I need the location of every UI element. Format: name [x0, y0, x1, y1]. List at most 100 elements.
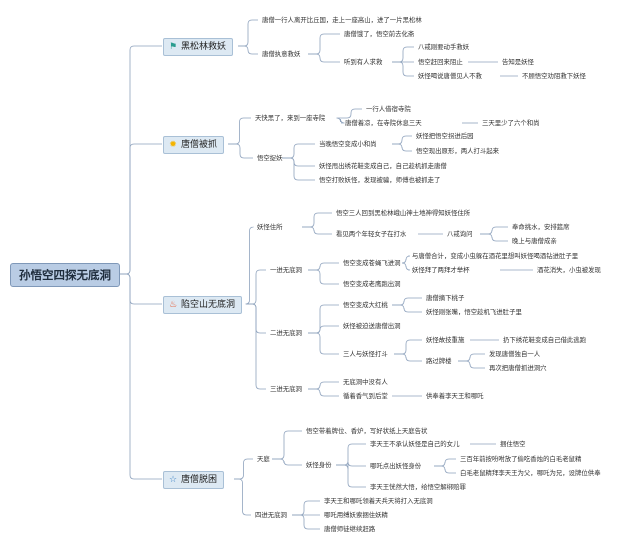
node-b2-a2a[interactable]: 三天里少了六个和尚	[482, 119, 540, 127]
node-b4-b1[interactable]: 李天王和哪吒领着天兵天将打入无底洞	[324, 497, 433, 505]
node-b2-b1[interactable]: 当晚悟空变成小和尚	[319, 140, 377, 148]
node-b3-c2[interactable]: 妖怪被迫送唐僧出洞	[343, 322, 401, 330]
branch-label: 黑松林救妖	[181, 42, 227, 52]
connector-line	[292, 514, 320, 530]
connector-line	[308, 269, 339, 285]
connector-line	[434, 465, 456, 474]
node-b1-b2b1[interactable]: 告知是妖怪	[502, 58, 534, 66]
connector-line	[394, 339, 422, 355]
connector-line	[458, 353, 485, 362]
node-b3-b1b[interactable]: 妖怪拜了两拜才举杯	[412, 266, 470, 274]
node-b3-b1a[interactable]: 与唐僧合计，变成小虫躲在酒花里想叫妖怪喝酒钻进肚子里	[412, 252, 579, 260]
connector-line	[228, 117, 251, 145]
connector-line	[228, 143, 253, 159]
branch-tangseng-escape[interactable]: ☆ 唐僧脱困	[163, 471, 225, 489]
node-b1-b2c[interactable]: 妖怪喝说唐僧见人不救	[418, 72, 482, 80]
connector-line	[480, 226, 508, 235]
node-b4-a2b[interactable]: 哪吒点出妖怪身份	[370, 462, 422, 470]
node-b4-a1[interactable]: 悟空带着牌位、香炉，写好状纸上天庭告状	[306, 427, 428, 435]
branch-label: 唐僧被抓	[181, 140, 218, 150]
connector-line	[308, 53, 340, 63]
branch-xiankongshan[interactable]: ♨ 陷空山无底洞	[163, 296, 243, 314]
node-b3-c[interactable]: 二进无底洞	[270, 329, 302, 337]
node-b2-b[interactable]: 悟空捉妖	[257, 154, 283, 162]
node-b2-b2[interactable]: 妖怪甩出绣花鞋变成自己，自己趁机抓走唐僧	[319, 162, 447, 170]
node-b3-b1b1[interactable]: 酒花消失，小虫被发现	[537, 266, 601, 274]
node-b4-a2b2[interactable]: 白毛老鼠精拜李天王为父，哪吒为兄，设牌位供奉	[460, 469, 601, 477]
node-b3-a[interactable]: 妖怪住所	[257, 223, 283, 231]
node-b3-c3[interactable]: 三人与妖怪打斗	[343, 350, 388, 358]
node-b3-c1a[interactable]: 唐僧摘下桃子	[426, 294, 465, 302]
node-b3-b[interactable]: 一进无底洞	[270, 266, 302, 274]
node-b3-c1b[interactable]: 妖怪刚张嘴，悟空趁机飞进肚子里	[426, 308, 522, 316]
branch-label: 唐僧脱困	[181, 475, 218, 485]
node-b2-a1[interactable]: 一行人借宿寺院	[366, 105, 411, 113]
connector-line	[340, 108, 362, 119]
node-b1-a[interactable]: 唐僧一行人离开比丘国，走上一座高山，进了一片黑松林	[262, 16, 422, 24]
connector-line	[434, 458, 456, 467]
fire-icon: ♨	[168, 300, 178, 310]
node-b1-b2b[interactable]: 悟空赶回来阻止	[418, 58, 463, 66]
branch-tangseng-caught[interactable]: ✹ 唐僧被抓	[163, 136, 225, 154]
root-branch-connector	[118, 45, 162, 275]
node-b3-c3b2[interactable]: 再次把唐僧抓进洞穴	[489, 364, 547, 372]
branch-heisonglin[interactable]: ⚑ 黑松林救妖	[163, 38, 234, 56]
node-b4-a[interactable]: 天庭	[257, 455, 270, 463]
node-b4-a2c[interactable]: 李天王恍然大悟，给悟空解绑赔罪	[370, 483, 466, 491]
node-b2-a[interactable]: 天快黑了，来到一座寺院	[255, 114, 326, 122]
node-b3-c3a[interactable]: 妖怪故技重施	[426, 336, 465, 344]
node-b2-b3[interactable]: 悟空打败妖怪，发现被骗，师傅也被抓走了	[319, 176, 441, 184]
connector-line	[292, 500, 320, 516]
node-b3-d1[interactable]: 无底洞中没有人	[343, 378, 388, 386]
node-b3-b2[interactable]: 悟空变成老鹰跑出洞	[343, 280, 401, 288]
node-b3-c3a1[interactable]: 扔下绣花鞋变成自己借此逃跑	[503, 336, 587, 344]
root-topic[interactable]: 孙悟空四探无底洞	[10, 263, 120, 287]
root-branch-connector	[118, 143, 162, 275]
node-b1-b1[interactable]: 唐僧饿了，悟空前去化斋	[344, 30, 415, 38]
node-b4-b3[interactable]: 唐僧师徒继续赶路	[324, 525, 376, 533]
node-b3-d[interactable]: 三进无底洞	[270, 385, 302, 393]
connector-line	[302, 226, 332, 235]
node-b3-a2a1[interactable]: 奉命挑水，安排筵席	[512, 223, 570, 231]
node-b3-c3b[interactable]: 路过牌楼	[426, 357, 452, 365]
node-b4-a2[interactable]: 妖怪身份	[306, 461, 332, 469]
connector-line	[308, 262, 339, 271]
node-b4-a2b1[interactable]: 三百年前按吩咐放了偷吃香烛的白毛老鼠精	[460, 455, 582, 463]
connector-line	[401, 262, 411, 271]
node-b3-a2[interactable]: 看见两个年轻女子在打水	[336, 230, 407, 238]
node-b4-a2a1[interactable]: 捆住悟空	[500, 440, 526, 448]
node-b1-b2a[interactable]: 八戒刚要动手救妖	[418, 43, 470, 51]
node-b2-b1a[interactable]: 妖怪把悟空拐进后园	[416, 132, 474, 140]
connector-line	[336, 117, 345, 124]
connector-line	[238, 19, 258, 47]
flag-icon: ⚑	[168, 42, 178, 52]
node-b3-d2a[interactable]: 供奉着李天王和哪吒	[426, 392, 484, 400]
node-b3-a2a[interactable]: 八戒询问	[447, 230, 473, 238]
node-b3-d2[interactable]: 循着香气到后堂	[343, 392, 388, 400]
node-b3-a1[interactable]: 悟空三人回到黑松林峨山神土地神得知妖怪住所	[336, 209, 471, 217]
connector-line	[234, 478, 251, 516]
node-b4-a2a[interactable]: 李天王不承认妖怪是自己的女儿	[370, 440, 460, 448]
node-b4-b2[interactable]: 哪吒用缚妖索捆住妖精	[324, 511, 388, 519]
connector-line	[272, 430, 302, 460]
node-b2-a2[interactable]: 唐僧着凉，在寺院休息三天	[345, 119, 422, 127]
node-b3-c3b1[interactable]: 发现唐僧独自一人	[489, 350, 541, 358]
connector-line	[392, 46, 414, 63]
node-b1-b2c1[interactable]: 不顾悟空劝阻救下妖怪	[522, 72, 586, 80]
node-b4-b[interactable]: 四进无底洞	[255, 511, 287, 519]
node-b3-c1[interactable]: 悟空变成大红桃	[343, 301, 388, 309]
connector-line	[245, 226, 254, 305]
connector-line	[282, 157, 315, 167]
connector-line	[392, 61, 414, 77]
connector-line	[336, 443, 366, 466]
connector-line	[246, 269, 266, 305]
connector-line	[272, 458, 302, 466]
connector-line	[308, 332, 339, 355]
node-b3-a2a2[interactable]: 晚上与唐僧成亲	[512, 237, 557, 245]
node-b3-b1[interactable]: 悟空变成苍蝇飞进洞	[343, 259, 401, 267]
star-icon: ☆	[168, 475, 178, 485]
node-b2-b1b[interactable]: 悟空现出原形，两人打斗起来	[416, 147, 500, 155]
node-b1-b[interactable]: 唐僧执意救妖	[262, 50, 301, 58]
connector-line	[282, 143, 315, 159]
node-b1-b2[interactable]: 听到有人求救	[344, 58, 383, 66]
